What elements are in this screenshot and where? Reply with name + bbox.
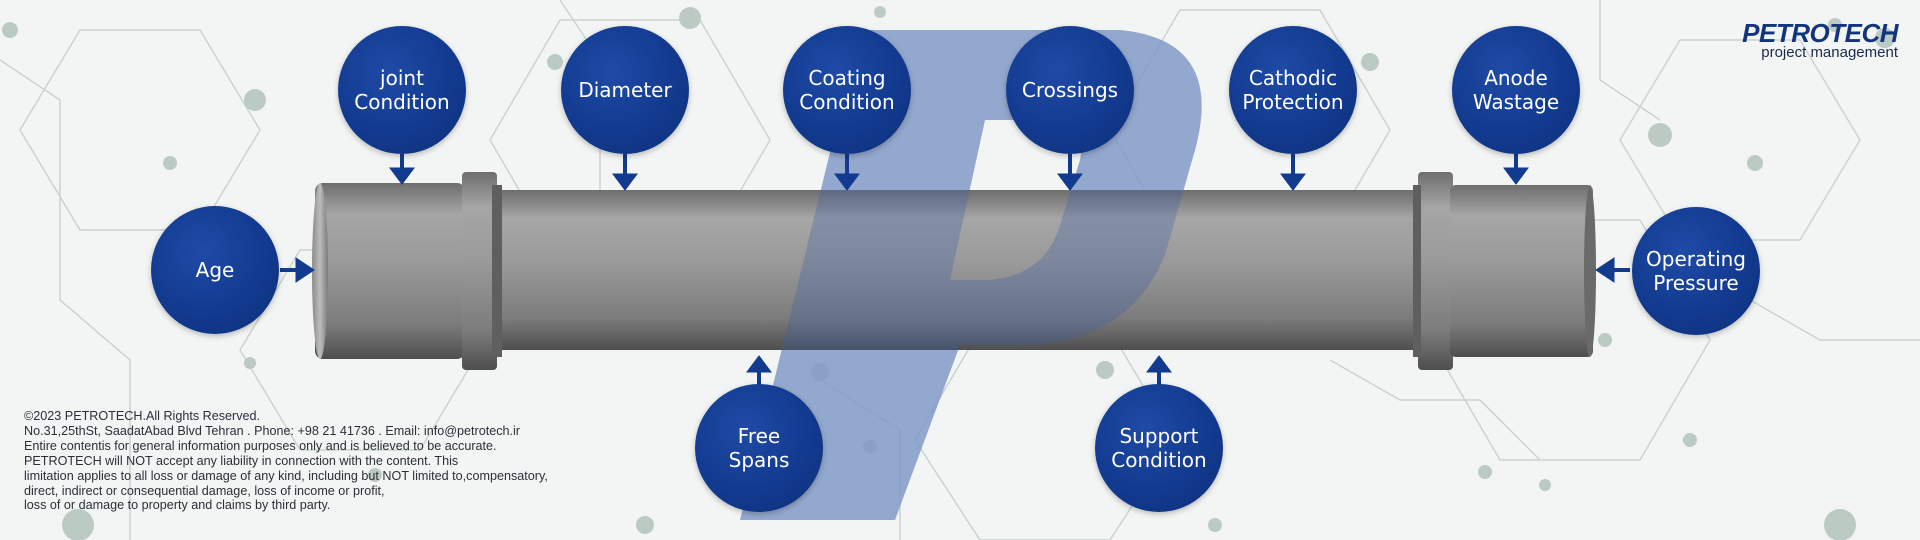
factor-cathodic-protection-label: Cathodic Protection [1242, 66, 1344, 114]
factor-joint-condition-label: joint Condition [354, 66, 450, 114]
pipe-right-end [1450, 185, 1593, 357]
factor-free-spans: Free Spans [695, 384, 823, 512]
factor-operating-pressure: Operating Pressure [1632, 207, 1760, 335]
footer-line: No.31,25thSt, SaadatAbad Blvd Tehran . P… [24, 423, 520, 438]
factor-anode-wastage: Anode Wastage [1452, 26, 1580, 154]
factor-diameter: Diameter [561, 26, 689, 154]
factor-support-condition: Support Condition [1095, 384, 1223, 512]
pipe-right-collar [1418, 172, 1453, 370]
footer-line: ©2023 PETROTECH.All Rights Reserved. [24, 409, 261, 423]
factor-coating-condition-label: Coating Condition [799, 66, 895, 114]
brand-tagline: project management [1761, 44, 1898, 61]
pipe-left-end [315, 183, 465, 359]
factor-age-label: Age [195, 258, 235, 282]
brand-logo: PETROTECH project management [1742, 20, 1898, 60]
factor-joint-condition: joint Condition [338, 26, 466, 154]
factor-crossings: Crossings [1006, 26, 1134, 154]
factor-free-spans-label: Free Spans [728, 424, 790, 472]
brand-name: PETROTECH [1742, 18, 1898, 48]
factor-operating-pressure-label: Operating Pressure [1646, 247, 1746, 295]
factor-crossings-label: Crossings [1021, 78, 1119, 102]
footer-line: loss of or damage to property and claims… [24, 498, 331, 513]
factor-cathodic-protection: Cathodic Protection [1229, 26, 1357, 154]
footer-line: limitation applies to all loss or damage… [24, 468, 548, 483]
footer-disclaimer: ©2023 PETROTECH.All Rights Reserved. No.… [24, 409, 644, 513]
factor-support-condition-label: Support Condition [1111, 424, 1207, 472]
factor-age: Age [151, 206, 279, 334]
pipe-left-collar [462, 172, 497, 370]
footer-line: PETROTECH will NOT accept any liability … [24, 453, 459, 468]
footer-line: direct, indirect or consequential damage… [24, 483, 385, 498]
factor-diameter-label: Diameter [578, 78, 672, 102]
factor-coating-condition: Coating Condition [783, 26, 911, 154]
pipe-body [480, 190, 1420, 350]
footer-line: Entire contentis for general information… [24, 438, 497, 453]
factor-anode-wastage-label: Anode Wastage [1472, 66, 1560, 114]
